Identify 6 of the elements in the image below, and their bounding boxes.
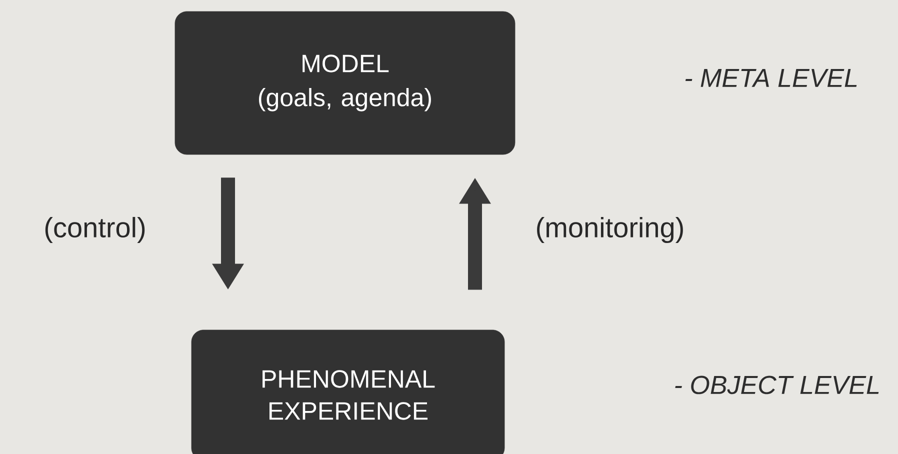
level-label: - META LEVEL [685,69,857,87]
level-label: - OBJECT LEVEL [675,376,879,394]
edge-label: (control) [45,216,145,244]
process-box: PHENOMENAL EXPERIENCE [191,330,505,454]
edge-label: (monitoring) [537,216,683,244]
process-box: MODEL (goals, agenda) [174,11,516,155]
